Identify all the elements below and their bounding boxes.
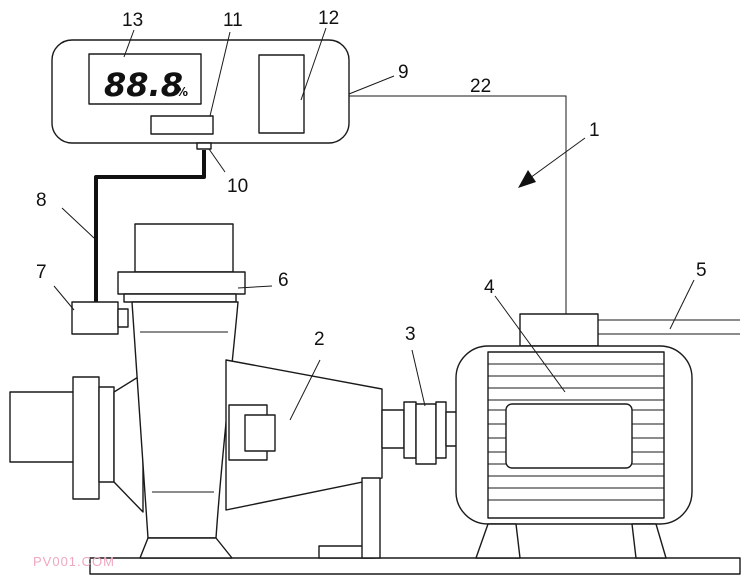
coupling-center — [415, 403, 437, 465]
pump-shaft — [381, 409, 405, 449]
leader-13 — [123, 29, 135, 58]
discharge-flange-seat — [123, 293, 237, 303]
bracket-support-leg — [361, 477, 381, 559]
coupling-hub-left — [403, 401, 417, 459]
motor-foot-right — [631, 523, 667, 559]
shaft-coupling — [381, 401, 461, 465]
status-panel — [258, 54, 305, 134]
callout-3: 3 — [405, 324, 416, 345]
display-reading: 88.8 — [104, 66, 183, 104]
base-plate — [89, 545, 741, 575]
centrifugal-pump — [9, 223, 383, 559]
watermark: PV001.COM — [33, 554, 115, 569]
sensor-cable — [94, 150, 206, 302]
arrowhead-1 — [518, 170, 536, 188]
bracket-inner-window — [244, 414, 276, 452]
callout-5: 5 — [696, 260, 707, 281]
leader-6 — [237, 285, 273, 289]
suction-cone — [113, 373, 144, 513]
motor-foot-left — [475, 523, 521, 559]
pump-foot — [139, 537, 233, 559]
electric-motor — [455, 313, 740, 559]
sensor-connector — [196, 142, 212, 150]
monitor-unit: 88.8 % — [51, 39, 350, 150]
leader-10 — [208, 148, 226, 173]
callout-10: 10 — [227, 176, 248, 197]
callout-labels: 13 11 12 9 22 1 10 8 7 6 5 4 2 3 — [36, 8, 707, 350]
callout-4: 4 — [484, 277, 495, 298]
indicator-strip — [150, 115, 214, 135]
callout-2: 2 — [314, 329, 325, 350]
leader-8 — [61, 207, 95, 239]
callout-11: 11 — [223, 10, 243, 31]
leader-7 — [53, 285, 75, 311]
callout-9: 9 — [398, 62, 409, 83]
digital-display — [88, 53, 202, 105]
leader-2 — [289, 359, 321, 421]
callout-7: 7 — [36, 262, 47, 283]
leader-4 — [494, 295, 566, 393]
motor-nameplate — [505, 403, 633, 469]
suction-flange — [72, 376, 100, 500]
suction-pipe — [9, 391, 76, 463]
leader-9 — [348, 75, 395, 95]
vibration-sensor — [71, 301, 129, 335]
display-unit: % — [176, 85, 188, 99]
signal-line — [349, 95, 567, 315]
callout-22: 22 — [470, 76, 491, 97]
coupling-hub-right — [435, 401, 447, 459]
base-plate-rail — [89, 557, 741, 575]
leader-12 — [300, 27, 327, 101]
suction-flange-neck — [98, 386, 115, 483]
discharge-flange — [117, 271, 246, 295]
leader-1 — [529, 137, 586, 179]
leader-3 — [411, 349, 426, 407]
leader-5 — [669, 279, 695, 330]
sensor-mount — [117, 308, 129, 328]
leader-lines — [53, 27, 695, 421]
sensor-body — [71, 301, 119, 335]
motor-fin-area — [487, 351, 665, 519]
callout-1: 1 — [589, 120, 600, 141]
callout-8: 8 — [36, 190, 47, 211]
motor-terminal-box — [519, 313, 599, 347]
callout-12: 12 — [318, 8, 339, 29]
callout-13: 13 — [122, 10, 143, 31]
volute-casing — [131, 301, 239, 539]
leader-11 — [209, 31, 231, 117]
discharge-pipe — [134, 223, 234, 273]
bearing-bracket — [225, 359, 383, 511]
callout-6: 6 — [278, 270, 289, 291]
